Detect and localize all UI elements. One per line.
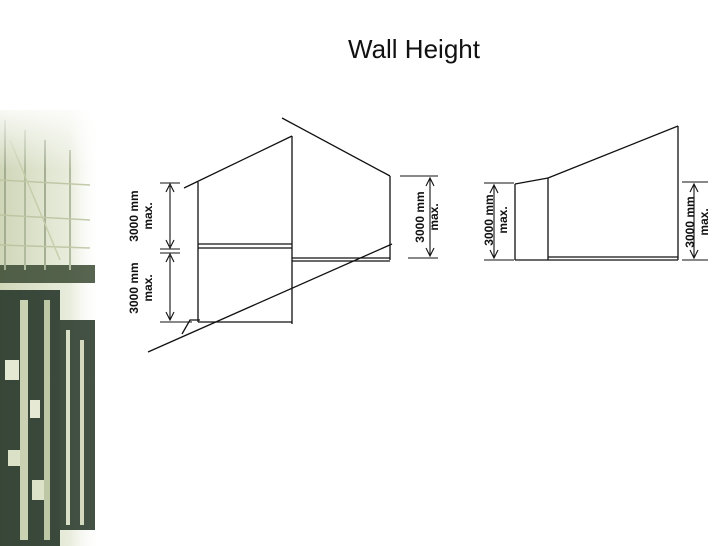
diagram-left	[147, 117, 393, 353]
roof-left	[183, 135, 293, 189]
dim-label-left-lower: 3000 mm max.	[127, 262, 155, 313]
title-area: Wall Height	[0, 0, 728, 80]
roof-right	[281, 117, 391, 177]
dim-left-right	[400, 175, 438, 259]
diagram-right	[514, 125, 679, 261]
dim-label-left-upper: 3000 mm max.	[127, 190, 155, 241]
construction-photo	[0, 100, 110, 546]
dim-right-left	[484, 182, 514, 261]
dim-left-upper	[160, 182, 180, 250]
roof-low	[514, 177, 549, 185]
svg-text:3000 mm: 3000 mm	[683, 196, 697, 247]
svg-text:max.: max.	[141, 274, 155, 301]
roof-high	[547, 125, 679, 179]
svg-text:max.: max.	[427, 203, 441, 230]
svg-text:3000 mm: 3000 mm	[127, 262, 141, 313]
dim-left-lower	[160, 252, 192, 323]
ground-kink	[181, 319, 200, 335]
svg-text:3000 mm: 3000 mm	[482, 194, 496, 245]
svg-text:max.: max.	[141, 202, 155, 229]
svg-text:3000 mm: 3000 mm	[413, 191, 427, 242]
page-title: Wall Height	[348, 34, 480, 64]
svg-text:max.: max.	[697, 208, 711, 235]
dim-label-left-right: 3000 mm max.	[413, 191, 441, 242]
ground-slope	[147, 243, 393, 353]
svg-text:3000 mm: 3000 mm	[127, 190, 141, 241]
dim-right-right	[682, 181, 708, 261]
dim-label-right-right: 3000 mm max.	[683, 196, 711, 247]
dim-label-right-left: 3000 mm max.	[482, 194, 510, 245]
svg-text:max.: max.	[496, 206, 510, 233]
